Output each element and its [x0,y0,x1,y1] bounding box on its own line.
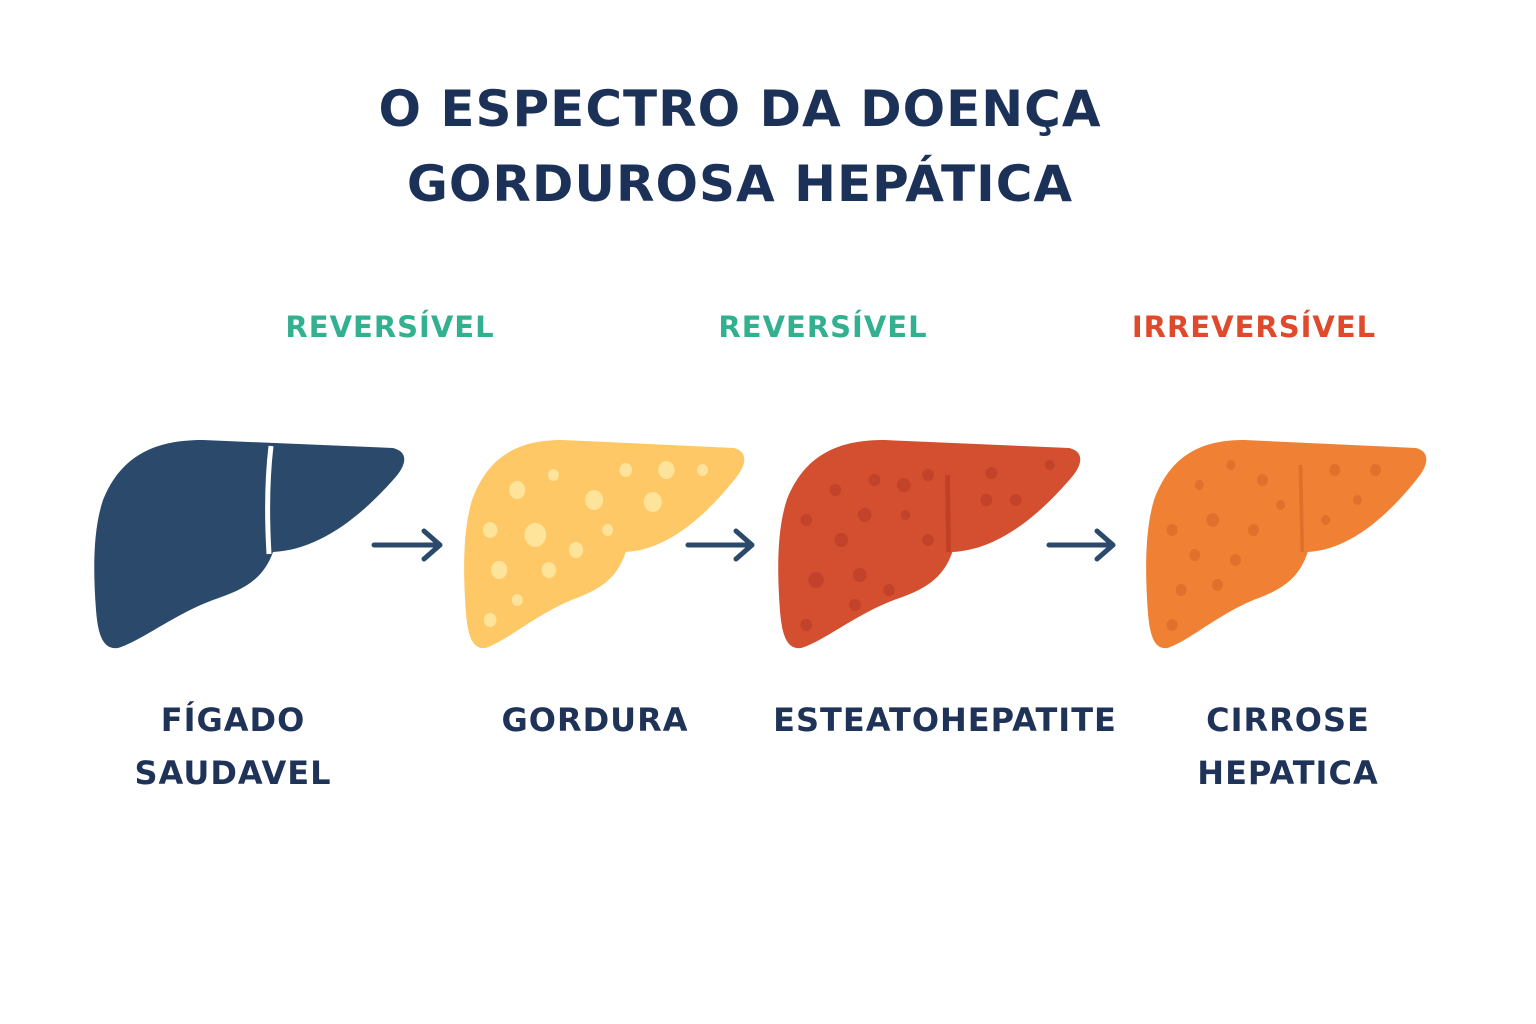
stage-label-line: GORDURA [501,701,689,739]
steatohepatitis-liver-icon [778,440,1081,649]
tag-reversible-1: REVERSÍVEL [285,310,495,344]
stage-label-healthy: FÍGADO SAUDAVEL [33,694,433,800]
stage-label-line: FÍGADO [160,701,306,739]
stage-label-line: HEPATICA [1197,754,1379,792]
arrow-right-icon [1046,528,1116,562]
stage-label-line: CIRROSE [1206,701,1370,739]
title-line-1: O ESPECTRO DA DOENÇA [378,80,1102,138]
tag-irreversible: IRREVERSÍVEL [1131,310,1377,344]
stage-label-steatohepatitis: ESTEATOHEPATITE [745,694,1145,747]
title-line-2: GORDUROSA HEPÁTICA [406,155,1074,213]
stage-label-cirrhosis: CIRROSE HEPATICA [1088,694,1488,800]
healthy-liver-icon [94,440,405,649]
arrow-right-icon [371,528,443,562]
tag-reversible-2: REVERSÍVEL [718,310,928,344]
arrow-right-icon [685,528,755,562]
cirrhosis-liver-icon [1146,440,1427,649]
stage-label-line: SAUDAVEL [134,754,332,792]
fatty-liver-icon [464,440,745,649]
stage-label-line: ESTEATOHEPATITE [773,701,1117,739]
stage-label-fat: GORDURA [395,694,795,747]
